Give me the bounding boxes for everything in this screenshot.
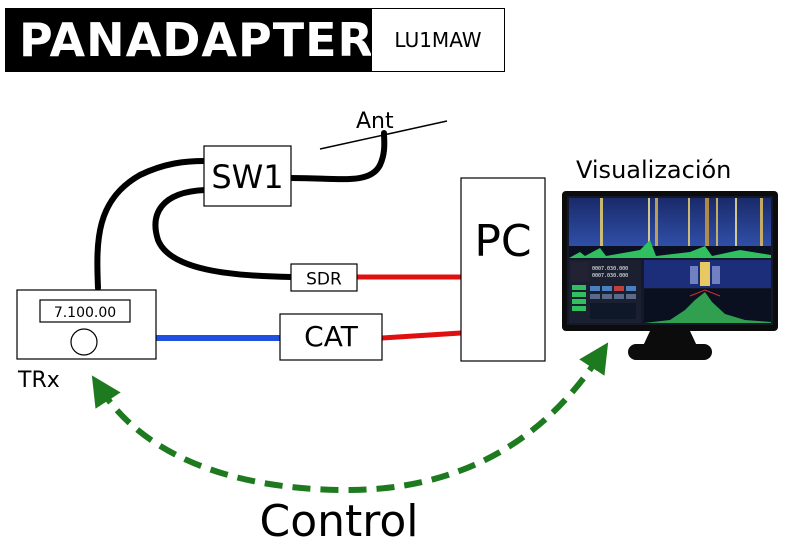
control-arrow (91, 342, 609, 494)
monitor-freq-a: 0007.030.000 (592, 266, 628, 272)
trx-label: TRx (17, 368, 60, 393)
control-label: Control (259, 496, 418, 547)
cat-pc-link (381, 330, 462, 341)
page-title: PANADAPTER (5, 8, 373, 72)
coax-antenna-sw1 (287, 130, 388, 183)
cat-label: CAT (304, 320, 359, 353)
trx-tuning-knob (70, 328, 98, 356)
monitor-label: Visualización (576, 156, 731, 184)
trx-frequency-value: 7.100.00 (54, 305, 116, 321)
pc-box (460, 177, 546, 362)
monitor-icon: 0007.030.000 0007.030.000 (562, 191, 778, 360)
coax-sw1-sdr (152, 187, 294, 280)
sw1-label: SW1 (211, 158, 283, 196)
callsign-label: LU1MAW (371, 8, 505, 72)
coax-trx-sw1 (94, 158, 208, 291)
pc-label: PC (474, 216, 531, 267)
trx-frequency-display (39, 299, 131, 323)
sdr-label: SDR (306, 270, 342, 290)
monitor-freq-b: 0007.030.000 (592, 273, 628, 279)
antenna-label: Ant (356, 109, 394, 134)
sw1-box (203, 145, 292, 207)
sdr-box (290, 263, 358, 292)
